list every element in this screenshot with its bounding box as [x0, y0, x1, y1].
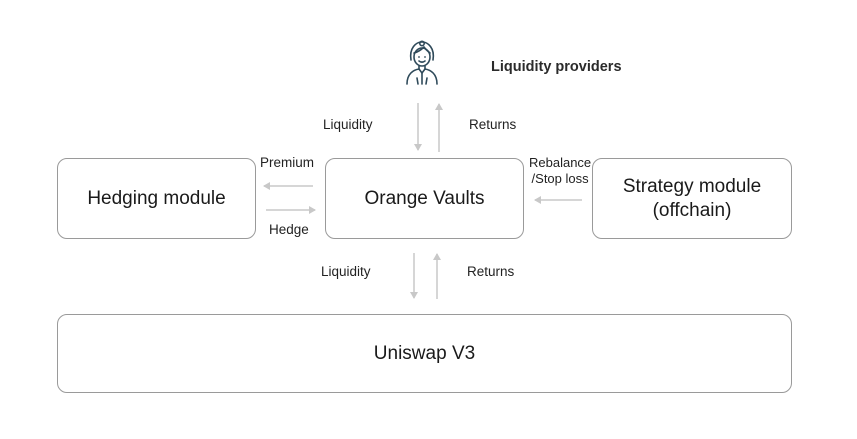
uniswap-v3-label: Uniswap V3 [373, 342, 476, 364]
edge-label-rebalance-line2: /Stop loss [531, 170, 589, 186]
edge-label-rebalance: Rebalance /Stop loss [529, 155, 591, 186]
liquidity-providers-label: Liquidity providers [491, 59, 622, 75]
edge-label-vault-to-lp: Returns [469, 117, 517, 132]
uniswap-v3-node: Uniswap V3 [57, 314, 792, 393]
edge-label-premium: Premium [260, 155, 315, 170]
orange-vaults-label: Orange Vaults [364, 187, 485, 209]
person-icon [406, 40, 438, 85]
edge-label-uniswap-to-vault: Returns [467, 264, 515, 279]
hedging-module-node: Hedging module [57, 158, 256, 239]
edge-label-lp-to-vault: Liquidity [323, 117, 373, 132]
strategy-module-sublabel: (offchain) [652, 199, 732, 221]
hedging-module-label: Hedging module [87, 187, 226, 209]
edge-label-vault-to-uniswap: Liquidity [321, 264, 371, 279]
orange-vaults-node: Orange Vaults [325, 158, 524, 239]
strategy-module-node: Strategy module (offchain) [592, 158, 792, 239]
edge-label-rebalance-line1: Rebalance [529, 155, 592, 170]
strategy-module-label: Strategy module [622, 175, 762, 197]
edge-label-hedge: Hedge [269, 222, 309, 237]
